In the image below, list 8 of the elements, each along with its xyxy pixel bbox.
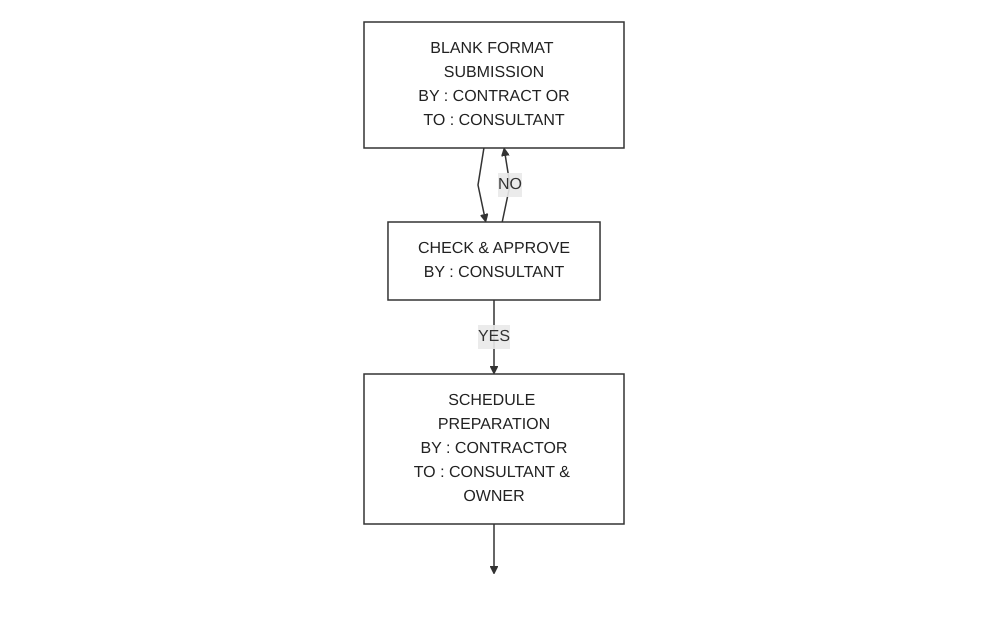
node-box: BLANK FORMAT SUBMISSION BY : CONTRACT OR TO : CONSULTANT (362, 20, 624, 148)
node-box: SCHEDULE PREPARATION BY : CONTRACTOR TO : CONSULTANT & OWNER (362, 372, 624, 524)
edge-label: NO (498, 176, 522, 192)
node-box: CHECK & APPROVE BY : CONSULTANT (386, 220, 600, 300)
arrow (500, 147, 510, 222)
edge-label: YES (477, 328, 510, 344)
arrow (489, 524, 498, 574)
arrow (476, 147, 488, 222)
